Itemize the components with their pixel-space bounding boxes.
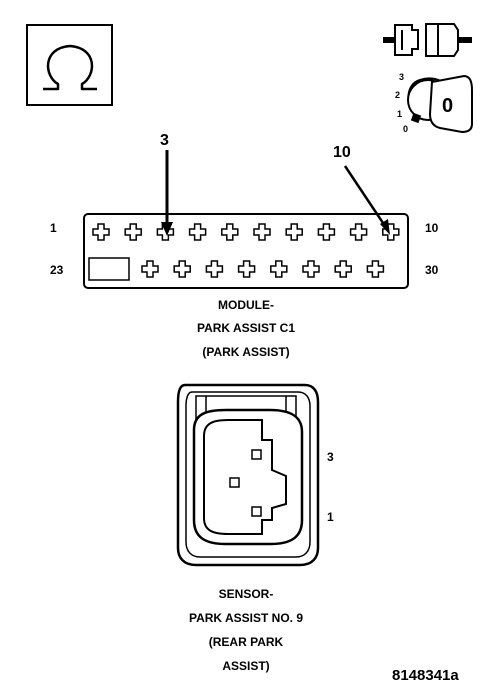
sensor-caption-line-4: ASSIST) xyxy=(222,659,270,673)
figure-id: 8148341a xyxy=(392,667,459,684)
ohm-meter-icon xyxy=(26,24,113,106)
ignition-key-label: 0 xyxy=(442,95,454,117)
module-pin-cavity-1 xyxy=(92,223,110,241)
module-pin-cavity-7 xyxy=(285,223,303,241)
module-pin-cavity-9 xyxy=(349,223,368,241)
module-pin-cavity-4 xyxy=(188,223,207,241)
sensor-pin-label-3: 3 xyxy=(327,450,334,464)
sensor-caption-line-2: PARK ASSIST NO. 9 xyxy=(188,611,304,625)
module-pin-cavity-23 xyxy=(141,260,159,278)
module-pin-cavity-5 xyxy=(221,223,239,241)
module-pin-cavity-27 xyxy=(270,260,288,278)
module-caption-line-1: MODULE- xyxy=(218,298,274,312)
module-pin-cavity-8 xyxy=(317,223,336,241)
sensor-connector-body xyxy=(176,383,320,567)
ignition-position-2: 2 xyxy=(395,90,401,100)
ignition-position-3: 3 xyxy=(399,72,405,82)
callout-label-3: 3 xyxy=(160,132,169,149)
module-pin-cavity-24 xyxy=(173,260,191,278)
connector-disconnected-icon xyxy=(383,23,472,57)
module-cavity-blank xyxy=(88,257,130,281)
sensor-pin-label-1: 1 xyxy=(327,510,334,524)
row-label-pin-1: 1 xyxy=(50,221,57,235)
sensor-cavity-2 xyxy=(229,477,240,488)
module-pin-cavity-30 xyxy=(366,260,385,278)
module-pin-cavity-6 xyxy=(253,223,271,241)
callout-arrow-pin-10 xyxy=(343,165,390,235)
module-pin-cavity-25 xyxy=(205,260,224,278)
module-pin-cavity-10 xyxy=(382,223,400,241)
module-pin-cavity-2 xyxy=(124,223,142,241)
row-label-pin-23: 23 xyxy=(50,263,64,277)
sensor-caption-line-3: (REAR PARK xyxy=(208,635,284,649)
ignition-key-icon xyxy=(407,74,473,134)
row-label-pin-30: 30 xyxy=(425,263,439,277)
sensor-cavity-3 xyxy=(251,449,262,460)
module-pin-cavity-28 xyxy=(302,260,320,278)
callout-label-10: 10 xyxy=(333,144,351,161)
module-caption-line-2: PARK ASSIST C1 xyxy=(196,321,295,335)
sensor-cavity-1 xyxy=(251,506,262,517)
ignition-position-1: 1 xyxy=(397,109,403,119)
module-connector-body xyxy=(83,213,409,289)
callout-arrow-pin-3 xyxy=(161,150,173,236)
module-caption-line-3: (PARK ASSIST) xyxy=(202,345,290,359)
row-label-pin-10: 10 xyxy=(425,221,439,235)
module-pin-cavity-26 xyxy=(237,260,256,278)
module-pin-cavity-29 xyxy=(334,260,352,278)
sensor-caption-line-1: SENSOR- xyxy=(218,587,274,601)
ignition-position-0: 0 xyxy=(403,124,409,134)
